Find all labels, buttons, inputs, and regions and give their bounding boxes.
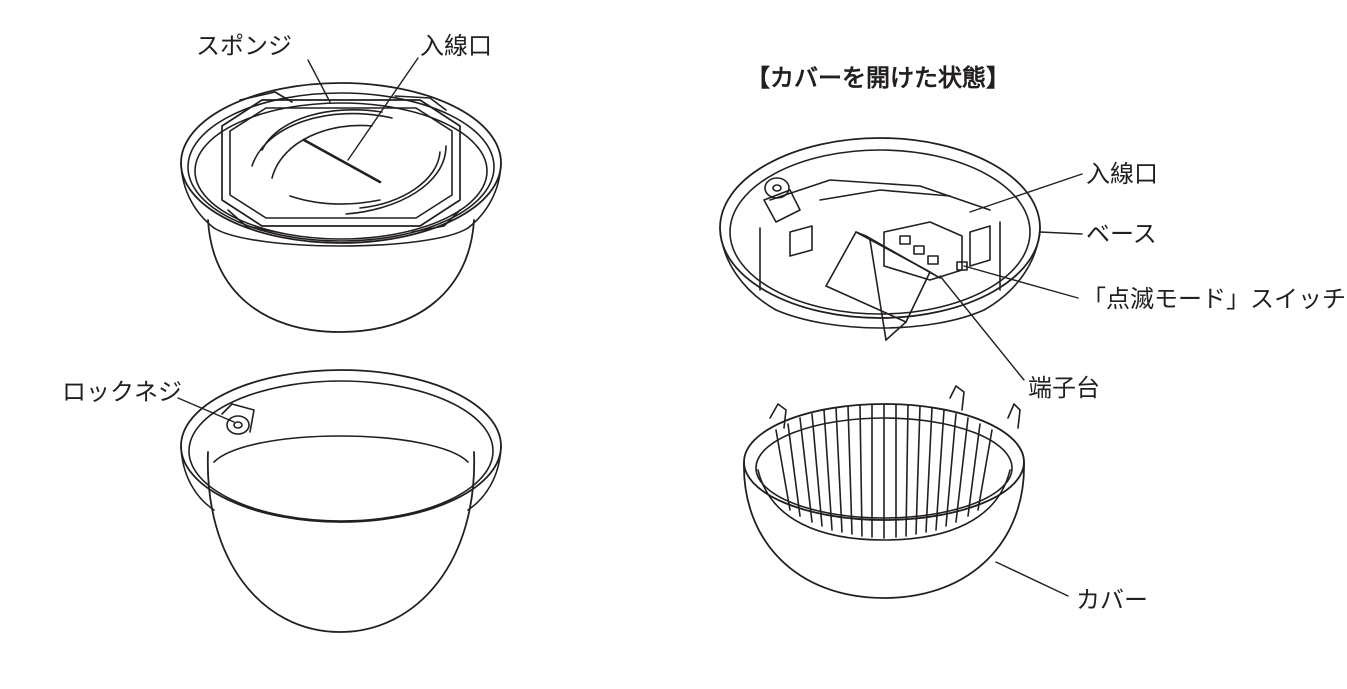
dome-with-sponge-drawing — [180, 57, 502, 333]
base-label: ベース — [1086, 220, 1157, 248]
base-opened-drawing — [719, 137, 1083, 381]
open-state-heading: 【カバーを開けた状態】 — [746, 64, 1010, 92]
cover-label: カバー — [1076, 586, 1148, 614]
lock-screw-label: ロックネジ — [62, 378, 182, 406]
inlet-label-left: 入線口 — [420, 32, 492, 60]
cover-drawing — [743, 385, 1069, 599]
sponge-label: スポンジ — [196, 32, 292, 60]
inlet-label-right: 入線口 — [1086, 160, 1158, 188]
blink-mode-switch-label: 「点滅モード」スイッチ — [1082, 285, 1346, 313]
terminal-block-label: 端子台 — [1028, 374, 1100, 402]
dome-with-lock-screw-drawing — [177, 369, 502, 633]
